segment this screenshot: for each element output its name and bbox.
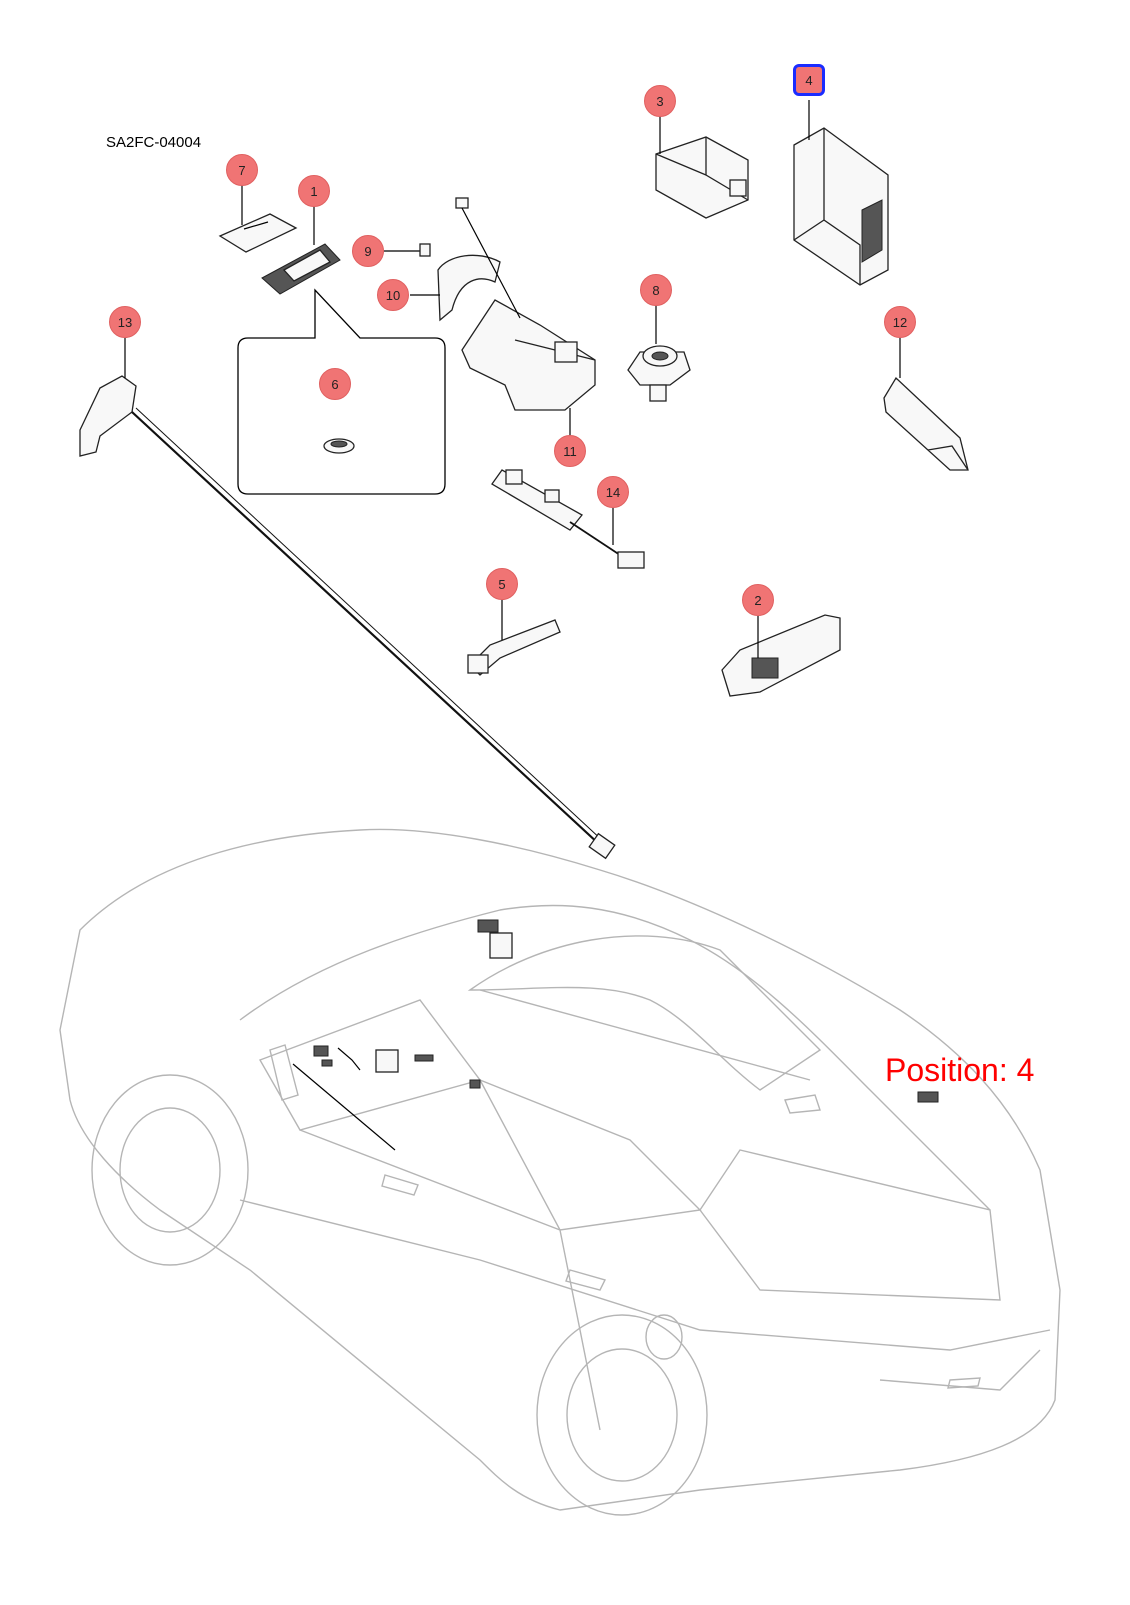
callout-9[interactable]: 9 [352, 235, 384, 267]
callout-13[interactable]: 13 [109, 306, 141, 338]
part-13-drawing [79, 338, 616, 860]
callout-14[interactable]: 14 [597, 476, 629, 508]
part-7-drawing [218, 185, 298, 253]
diagram-code: SA2FC-04004 [106, 134, 202, 151]
part-12-drawing [883, 338, 969, 471]
vehicle-mounted-parts [292, 919, 939, 1151]
detail-box [237, 288, 446, 495]
callout-6[interactable]: 6 [319, 368, 351, 400]
part-8-drawing [627, 305, 691, 402]
callout-1[interactable]: 1 [298, 175, 330, 207]
callout-4[interactable]: 4 [793, 64, 825, 96]
callout-3[interactable]: 3 [644, 85, 676, 117]
part-9-10-11-drawing [384, 197, 596, 435]
callout-7[interactable]: 7 [226, 154, 258, 186]
position-readout: Position: 4 [885, 1052, 1035, 1088]
part-5-drawing [467, 600, 561, 676]
part-4-drawing [793, 100, 889, 286]
part-3-drawing [655, 116, 749, 219]
callout-10[interactable]: 10 [377, 279, 409, 311]
part-1-drawing [261, 207, 341, 295]
part-14-drawing [491, 469, 645, 569]
callout-5[interactable]: 5 [486, 568, 518, 600]
callout-11[interactable]: 11 [554, 435, 586, 467]
callout-12[interactable]: 12 [884, 306, 916, 338]
vehicle-outline [59, 828, 1061, 1516]
callout-2[interactable]: 2 [742, 584, 774, 616]
callout-8[interactable]: 8 [640, 274, 672, 306]
part-2-drawing [721, 614, 841, 697]
